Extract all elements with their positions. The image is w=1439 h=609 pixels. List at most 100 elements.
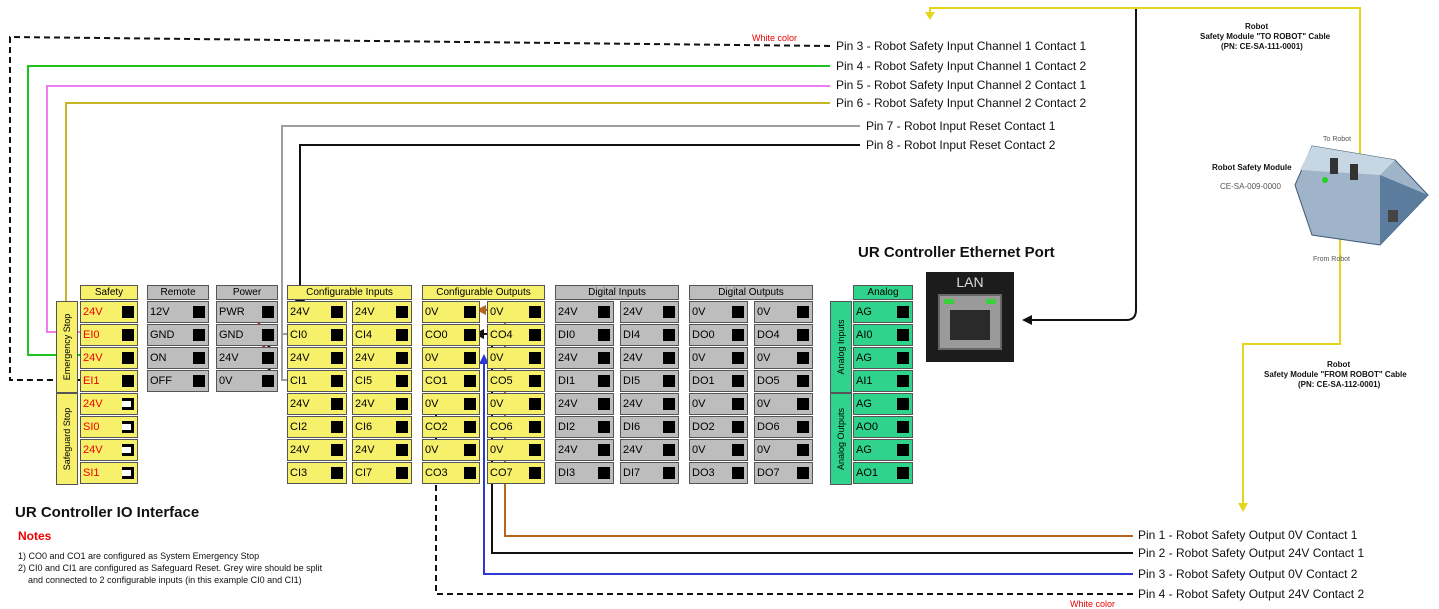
di-col1-terminal-di3[interactable]: DI3 [555, 462, 614, 484]
ci-col1-terminal-ci3[interactable]: CI3 [287, 462, 347, 484]
safety-terminal-ei1[interactable]: EI1 [80, 370, 138, 392]
ci-col2-terminal-ci7[interactable]: CI7 [352, 462, 412, 484]
di-col2-terminal-24v[interactable]: 24V [620, 393, 679, 415]
ci-col2-terminal-24v[interactable]: 24V [352, 301, 412, 323]
do-col2-terminal-do6[interactable]: DO6 [754, 416, 813, 438]
co-col1-terminal-0v[interactable]: 0V [422, 393, 480, 415]
safety-terminal-24v[interactable]: 24V [80, 439, 138, 461]
ci-col1-terminal-24v[interactable]: 24V [287, 393, 347, 415]
ci-col1-terminal-ci0[interactable]: CI0 [287, 324, 347, 346]
analog-terminal-ag[interactable]: AG [853, 347, 913, 369]
terminal-screw-icon [598, 352, 610, 364]
di-col1-terminal-di0[interactable]: DI0 [555, 324, 614, 346]
co-col1-terminal-co1[interactable]: CO1 [422, 370, 480, 392]
safety-terminal-24v[interactable]: 24V [80, 301, 138, 323]
di-col2-terminal-24v[interactable]: 24V [620, 347, 679, 369]
terminal-screw-icon [663, 375, 675, 387]
do-col1-terminal-label: 0V [692, 444, 706, 456]
safety-terminal-si1[interactable]: SI1 [80, 462, 138, 484]
power-terminal-0v[interactable]: 0V [216, 370, 278, 392]
safety-terminal-ei0[interactable]: EI0 [80, 324, 138, 346]
co-col1-terminal-co3[interactable]: CO3 [422, 462, 480, 484]
lan-port[interactable]: LAN [926, 272, 1014, 362]
co-col2-terminal-0v[interactable]: 0V [487, 301, 545, 323]
co-col2-terminal-0v[interactable]: 0V [487, 439, 545, 461]
power-terminal-24v[interactable]: 24V [216, 347, 278, 369]
do-col2-terminal-do7[interactable]: DO7 [754, 462, 813, 484]
do-col2-terminal-0v[interactable]: 0V [754, 347, 813, 369]
di-col2-terminal-di7[interactable]: DI7 [620, 462, 679, 484]
co-col1-terminal-co0[interactable]: CO0 [422, 324, 480, 346]
analog-terminal-ag[interactable]: AG [853, 439, 913, 461]
do-col2-terminal-do4[interactable]: DO4 [754, 324, 813, 346]
di-col2-terminal-di6[interactable]: DI6 [620, 416, 679, 438]
ci-col2-terminal-24v[interactable]: 24V [352, 393, 412, 415]
power-terminal-gnd[interactable]: GND [216, 324, 278, 346]
co-col2-terminal-0v[interactable]: 0V [487, 347, 545, 369]
ci-col2-terminal-ci5[interactable]: CI5 [352, 370, 412, 392]
do-col1-terminal-do1[interactable]: DO1 [689, 370, 748, 392]
do-col2-terminal-0v[interactable]: 0V [754, 393, 813, 415]
co-col1-terminal-0v[interactable]: 0V [422, 347, 480, 369]
di-col1-terminal-24v[interactable]: 24V [555, 301, 614, 323]
co-col2-terminal-0v[interactable]: 0V [487, 393, 545, 415]
di-col1-terminal-24v[interactable]: 24V [555, 439, 614, 461]
remote-terminal-gnd[interactable]: GND [147, 324, 209, 346]
do-col2-terminal-do5[interactable]: DO5 [754, 370, 813, 392]
safety-terminal-si0[interactable]: SI0 [80, 416, 138, 438]
co-col2-terminal-co7[interactable]: CO7 [487, 462, 545, 484]
terminal-screw-icon [797, 421, 809, 433]
do-col1-terminal-0v[interactable]: 0V [689, 301, 748, 323]
co-col1-terminal-co2[interactable]: CO2 [422, 416, 480, 438]
analog-terminal-ao0[interactable]: AO0 [853, 416, 913, 438]
pin-label-top-5: Pin 5 - Robot Safety Input Channel 2 Con… [836, 78, 1087, 92]
remote-terminal-12v[interactable]: 12V [147, 301, 209, 323]
do-col1-terminal-do3[interactable]: DO3 [689, 462, 748, 484]
do-col2-terminal-0v[interactable]: 0V [754, 301, 813, 323]
ci-col1-terminal-ci2[interactable]: CI2 [287, 416, 347, 438]
co-col1-terminal-0v[interactable]: 0V [422, 301, 480, 323]
ci-col2-terminal-24v[interactable]: 24V [352, 439, 412, 461]
di-col2-terminal-di5[interactable]: DI5 [620, 370, 679, 392]
terminal-screw-icon [529, 421, 541, 433]
analog-terminal-ai1[interactable]: AI1 [853, 370, 913, 392]
do-col2-terminal-0v[interactable]: 0V [754, 439, 813, 461]
di-col2-terminal-di4[interactable]: DI4 [620, 324, 679, 346]
co-col1-terminal-0v[interactable]: 0V [422, 439, 480, 461]
ci-col1-terminal-24v[interactable]: 24V [287, 301, 347, 323]
pin-label-bottom-1: Pin 1 - Robot Safety Output 0V Contact 1 [1138, 528, 1358, 542]
co-col2-terminal-co4[interactable]: CO4 [487, 324, 545, 346]
di-col1-terminal-di1[interactable]: DI1 [555, 370, 614, 392]
ci-col1-terminal-ci1[interactable]: CI1 [287, 370, 347, 392]
co-col1-terminal-label: CO1 [425, 375, 448, 387]
safety-terminal-24v[interactable]: 24V [80, 393, 138, 415]
ci-col2-terminal-ci6[interactable]: CI6 [352, 416, 412, 438]
remote-terminal-on[interactable]: ON [147, 347, 209, 369]
di-col2-terminal-24v[interactable]: 24V [620, 439, 679, 461]
ci-col2-terminal-ci4[interactable]: CI4 [352, 324, 412, 346]
co-col2-terminal-co5[interactable]: CO5 [487, 370, 545, 392]
do-col1-terminal-0v[interactable]: 0V [689, 393, 748, 415]
di-col1-terminal-24v[interactable]: 24V [555, 393, 614, 415]
safety-terminal-label: 24V [83, 306, 103, 318]
analog-terminal-ao1[interactable]: AO1 [853, 462, 913, 484]
di-col1-terminal-di2[interactable]: DI2 [555, 416, 614, 438]
to-cable-name: Safety Module "TO ROBOT" Cable [1200, 32, 1331, 41]
do-col1-terminal-do2[interactable]: DO2 [689, 416, 748, 438]
co-col2-terminal-co6[interactable]: CO6 [487, 416, 545, 438]
analog-terminal-ai0[interactable]: AI0 [853, 324, 913, 346]
remote-terminal-off[interactable]: OFF [147, 370, 209, 392]
analog-terminal-ag[interactable]: AG [853, 301, 913, 323]
ci-col1-terminal-24v[interactable]: 24V [287, 439, 347, 461]
terminal-screw-icon [464, 329, 476, 341]
power-terminal-pwr[interactable]: PWR [216, 301, 278, 323]
do-col1-terminal-0v[interactable]: 0V [689, 347, 748, 369]
di-col1-terminal-24v[interactable]: 24V [555, 347, 614, 369]
analog-terminal-ag[interactable]: AG [853, 393, 913, 415]
do-col1-terminal-do0[interactable]: DO0 [689, 324, 748, 346]
safety-terminal-24v[interactable]: 24V [80, 347, 138, 369]
di-col2-terminal-24v[interactable]: 24V [620, 301, 679, 323]
ci-col2-terminal-24v[interactable]: 24V [352, 347, 412, 369]
do-col1-terminal-0v[interactable]: 0V [689, 439, 748, 461]
ci-col1-terminal-24v[interactable]: 24V [287, 347, 347, 369]
